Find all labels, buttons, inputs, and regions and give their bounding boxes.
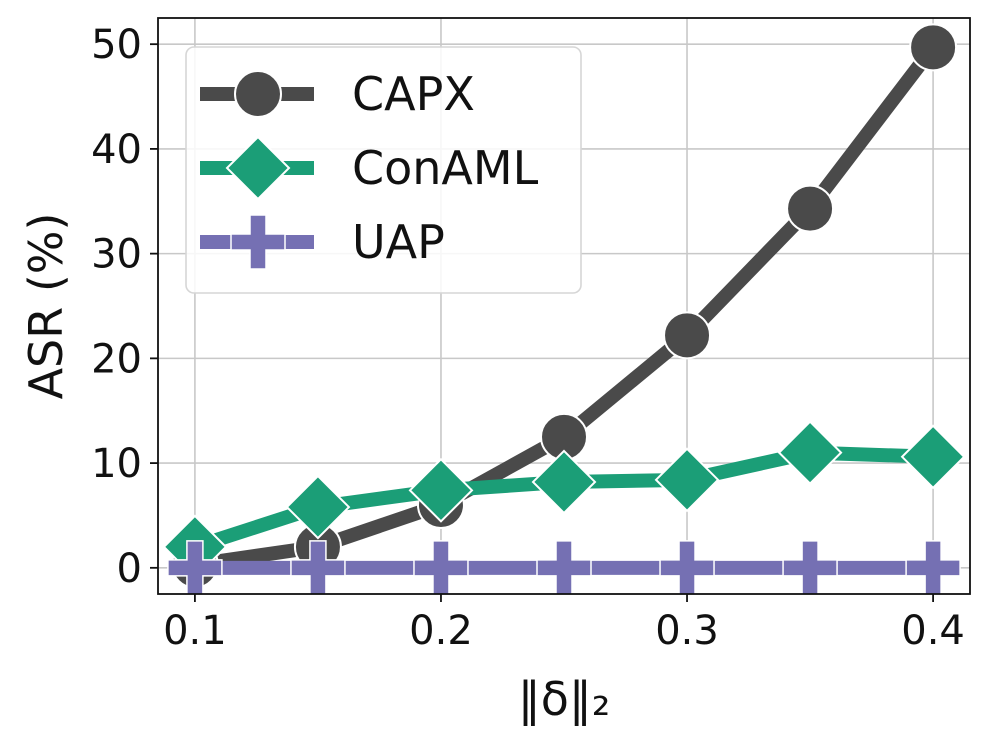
data-point (413, 540, 469, 596)
legend-marker (234, 70, 282, 118)
data-point (663, 311, 712, 360)
legend-label: ConAML (352, 141, 539, 195)
data-point (285, 474, 351, 540)
x-tick-label: 0.4 (901, 608, 965, 654)
y-tick-label: 20 (91, 336, 142, 382)
data-point (408, 457, 474, 523)
y-tick-label: 50 (91, 22, 142, 68)
series-layer (162, 23, 966, 596)
data-point (654, 447, 720, 513)
data-point (900, 424, 966, 490)
x-tick-label: 0.1 (163, 608, 227, 654)
legend-box (185, 46, 582, 294)
y-tick-label: 30 (91, 232, 142, 278)
data-point (777, 420, 843, 486)
legend-entry-capx: CAPX (200, 67, 475, 121)
x-tick-label: 0.3 (655, 608, 719, 654)
data-point (536, 540, 592, 596)
y-tick-label: 40 (91, 127, 142, 173)
legend-entry-conaml: ConAML (200, 135, 539, 201)
series-conaml (162, 420, 966, 580)
data-point (905, 540, 961, 596)
data-point (782, 540, 838, 596)
legend: CAPX ConAML UAP (185, 46, 582, 294)
data-point (531, 449, 597, 515)
x-axis-label: ‖δ‖₂ (518, 672, 611, 727)
data-point (659, 540, 715, 596)
legend-marker (230, 214, 286, 270)
y-axis-label: ASR (%) (19, 213, 73, 400)
x-tick-label: 0.2 (409, 608, 473, 654)
data-point (909, 23, 958, 72)
y-tick-label: 0 (117, 546, 142, 592)
legend-label: CAPX (352, 67, 475, 121)
legend-label: UAP (352, 215, 445, 269)
legend-entry-uap: UAP (200, 214, 445, 270)
plot-frame (157, 17, 971, 595)
tick-labels: 0.1 0.2 0.3 0.4 0 10 20 30 40 50 (91, 22, 965, 654)
y-tick-label: 10 (91, 441, 142, 487)
axes (150, 17, 971, 602)
data-point (786, 184, 835, 233)
legend-marker (225, 135, 291, 201)
